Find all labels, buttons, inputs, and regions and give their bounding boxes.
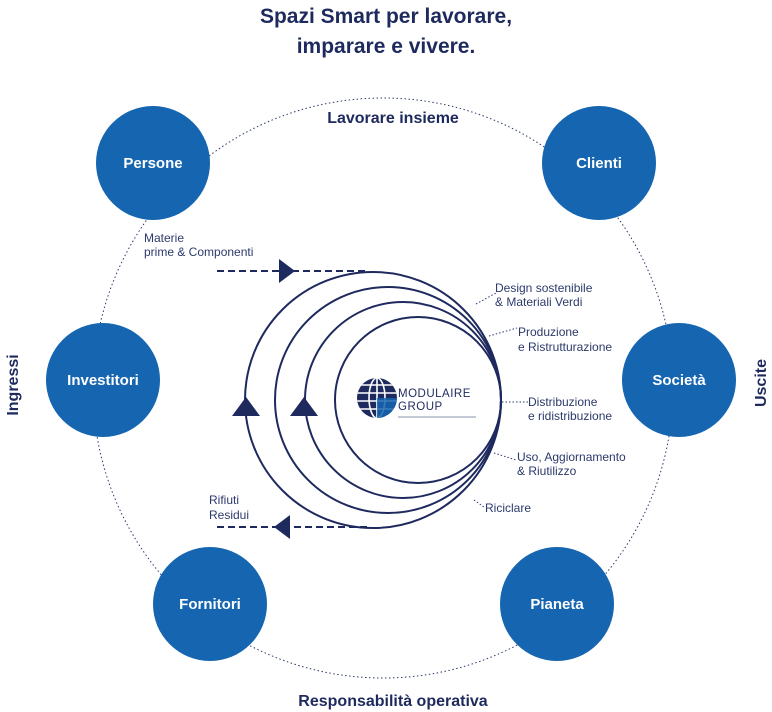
stage-use-1: Uso, Aggiornamento [517, 450, 626, 464]
stakeholder-investitori: Investitori [46, 323, 160, 437]
investitori-label: Investitori [67, 372, 139, 389]
stakeholder-fornitori: Fornitori [153, 547, 267, 661]
materials-label-2: prime & Componenti [144, 245, 253, 259]
stage-distribution-1: Distribuzione [528, 395, 598, 409]
waste-label-2: Residui [209, 508, 249, 522]
stage-distribution-2: e ridistribuzione [528, 409, 612, 423]
stakeholder-clienti: Clienti [542, 106, 656, 220]
label-ingressi: Ingressi [5, 354, 22, 415]
globe-icon [357, 378, 397, 418]
flow-arrow-left [232, 397, 260, 416]
stage-design-1: Design sostenibile [495, 281, 593, 295]
logo-text-line2: GROUP [398, 401, 443, 413]
stage-leaders [473, 292, 528, 508]
flow-arrow-right [290, 397, 318, 416]
stage-production-2: e Ristrutturazione [518, 340, 612, 354]
stage-production-1: Produzione [518, 325, 579, 339]
logo-text-line1: MODULAIRE [398, 388, 471, 400]
title-line-1: Spazi Smart per lavorare, [259, 5, 513, 28]
label-uscite: Uscite [753, 359, 770, 407]
clienti-label: Clienti [576, 155, 622, 172]
stage-recycle: Riciclare [485, 501, 531, 515]
label-responsabilita-operativa: Responsabilità operativa [298, 693, 487, 710]
societa-label: Società [652, 372, 706, 389]
stakeholder-persone: Persone [96, 106, 210, 220]
waste-arrow-head [274, 515, 290, 539]
modulaire-logo: MODULAIRE GROUP [357, 378, 476, 418]
fornitori-label: Fornitori [179, 596, 241, 613]
materials-label-1: Materie [144, 231, 184, 245]
stakeholder-pianeta: Pianeta [500, 547, 614, 661]
stage-design-2: & Materiali Verdi [495, 295, 582, 309]
waste-label-1: Rifiuti [209, 493, 239, 507]
label-lavorare-insieme: Lavorare insieme [327, 110, 459, 127]
diagram-title: Spazi Smart per lavorare, imparare e viv… [0, 2, 772, 62]
pianeta-label: Pianeta [530, 596, 584, 613]
stakeholder-societa: Società [622, 323, 736, 437]
persone-label: Persone [123, 155, 182, 172]
materials-arrow-head [279, 259, 295, 283]
title-line-2: imparare e vivere. [296, 35, 476, 58]
stage-use-2: & Riutilizzo [517, 464, 577, 478]
loop-inner [334, 316, 502, 484]
